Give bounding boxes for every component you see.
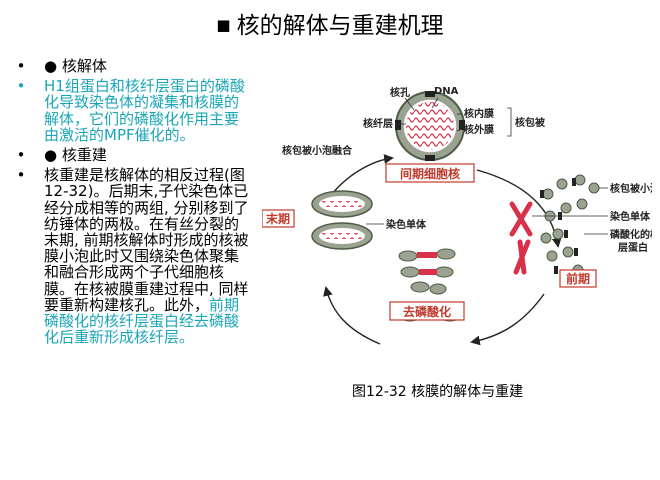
label-inner-membrane: 核内膜: [464, 107, 494, 120]
bullet-icon: •: [16, 166, 26, 185]
bullet-icon: •: [16, 57, 26, 75]
prophase-pointers: [532, 187, 608, 235]
slide-title-text: 核的解体与重建机理: [236, 13, 444, 39]
bullet-list: • ● 核解体 • H1组蛋白和核纤层蛋白的磷酸化导致染色体的凝集和核膜的解体，…: [14, 58, 249, 349]
interphase-label-box: [385, 163, 475, 183]
nuclear-envelope-diagram: 核孔 DNA 核纤层 核内膜 核外膜 核包被 核包被小泡融合 间期细胞核 末期 …: [262, 86, 652, 346]
label-lamina: 核纤层: [363, 117, 393, 130]
label-telophase: 末期: [266, 211, 290, 226]
label-vesicle-fusion: 核包被小泡融合: [282, 144, 353, 157]
bullet-item-reassembly-text: • 核重建是核解体的相反过程(图12-32)。后期末,子代染色体已经分成相等的两…: [14, 167, 249, 345]
label-phospho-lamin-line2: 层蛋白: [618, 241, 648, 254]
telophase-nuclei: [311, 190, 373, 250]
label-envelope: 核包被: [515, 116, 546, 129]
label-interphase: 间期细胞核: [400, 166, 460, 181]
bullet-icon: •: [16, 77, 26, 96]
bullet-icon: •: [16, 146, 26, 165]
label-prophase: 前期: [566, 271, 590, 286]
cycle-arrow-bottom-left: [323, 286, 381, 345]
label-dephosphorylation: 去磷酸化: [403, 304, 451, 319]
label-nuclear-pore: 核孔: [390, 86, 410, 99]
label-chromatid-right: 染色单体: [609, 210, 651, 223]
label-dna: DNA: [434, 86, 459, 97]
bullet-text: H1组蛋白和核纤层蛋白的磷酸化导致染色体的凝集和核膜的解体，它们的磷酸化作用主要…: [44, 77, 245, 144]
prophase-components: [509, 174, 600, 276]
bullet-text: ● 核解体: [44, 57, 107, 75]
telophase-label-box: [262, 209, 295, 228]
label-phospho-lamin-text: 磷酸化的核纤: [610, 228, 652, 241]
bullet-text-black: 核重建是核解体的相反过程(图12-32)。后期末,子代染色体已经分成相等的两组,…: [44, 166, 249, 314]
bullet-text: ● 核重建: [44, 146, 107, 165]
bullet-text-teal: 前期磷酸化的核纤层蛋白经去磷酸化后重新形成核纤层。: [44, 295, 240, 347]
label-chromatid: 染色单体: [385, 218, 427, 231]
title-square-icon: ■: [216, 16, 231, 34]
interphase-nucleus: [395, 91, 465, 161]
pointer-lines: [396, 97, 512, 137]
bullet-item-reassembly-heading: • ● 核重建: [14, 147, 249, 163]
bullet-item-disassembly-heading: • ● 核解体: [14, 58, 249, 74]
dephosphorylation-label-box: [389, 301, 465, 321]
bullet-item-disassembly-text: • H1组蛋白和核纤层蛋白的磷酸化导致染色体的凝集和核膜的解体，它们的磷酸化作用…: [14, 78, 249, 143]
slide-title: ■ 核的解体与重建机理: [0, 10, 660, 41]
cycle-arrow-bottom-right: [470, 293, 545, 346]
label-outer-membrane: 核外膜: [464, 123, 494, 136]
prophase-label-box: [559, 269, 597, 288]
cycle-arrow-top-left: [331, 154, 394, 195]
label-phospho-lamin: 磷酸化的核纤 层蛋白: [610, 228, 652, 254]
label-vesicle: 核包被小泡: [610, 182, 652, 195]
figure-caption: 图12-32 核膜的解体与重建: [352, 384, 524, 400]
